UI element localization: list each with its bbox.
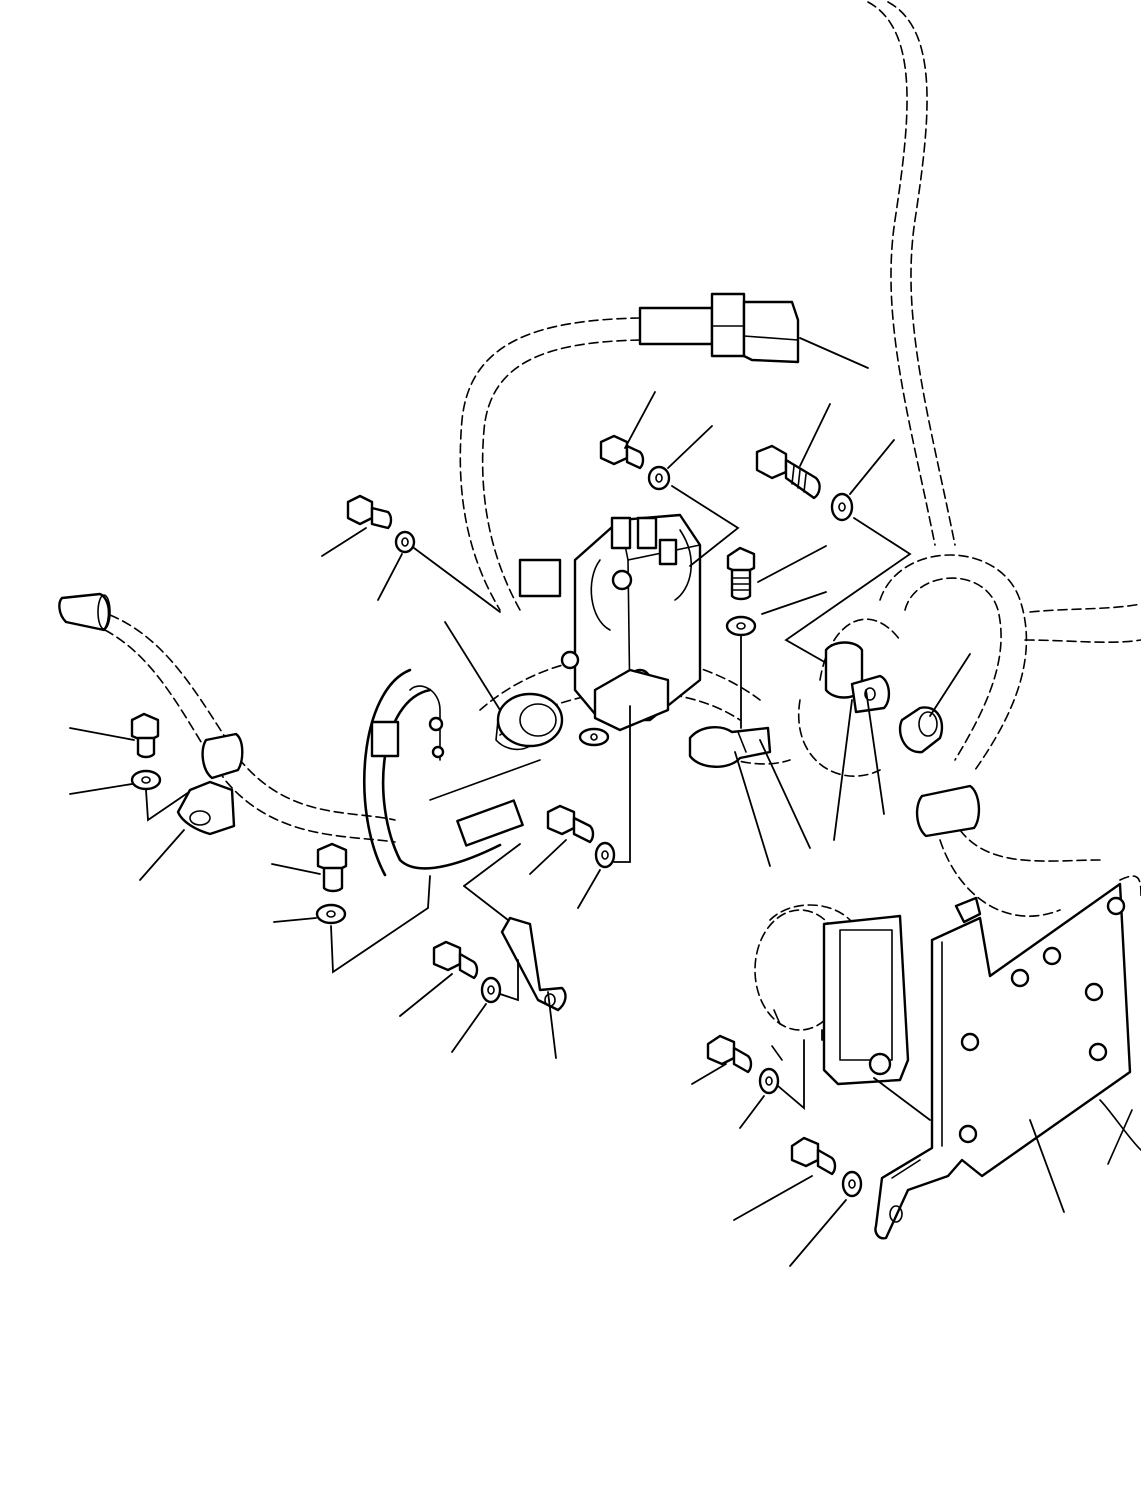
washer: [130, 769, 162, 791]
hex-bolt: [599, 434, 645, 470]
hex-bolt: [130, 712, 160, 759]
washer: [480, 976, 502, 1004]
harness-clamp: [688, 726, 772, 768]
sensor-unit: [754, 904, 910, 1086]
hex-bolt: [755, 444, 821, 500]
mounting-plate: [874, 882, 1132, 1240]
mounting-bracket: [176, 780, 236, 836]
mounting-bracket: [500, 916, 567, 1012]
harness-end-sleeve: [58, 592, 111, 632]
grommet: [898, 706, 944, 754]
washer: [841, 1170, 863, 1198]
harness-clamp: [824, 641, 891, 714]
washer: [758, 1067, 780, 1095]
washer: [725, 615, 757, 637]
hex-bolt: [726, 546, 756, 601]
washer: [394, 530, 416, 554]
harness-clamp: [915, 784, 981, 838]
solenoid-coil: [495, 692, 564, 751]
harness-connector-cluster: [370, 558, 562, 847]
plate-nuts: [958, 896, 1126, 1144]
hex-bolt: [432, 940, 479, 980]
hex-bolt: [706, 1034, 753, 1074]
washer: [594, 841, 616, 869]
washer: [647, 465, 671, 491]
hex-bolt: [546, 804, 595, 844]
washer: [830, 492, 854, 522]
harness-clamp: [201, 732, 244, 780]
hex-bolt: [790, 1136, 837, 1176]
harness-connector: [638, 292, 800, 364]
hex-bolt: [316, 842, 348, 893]
hydraulic-valve-block: [560, 513, 702, 732]
washer: [315, 903, 347, 925]
ring-terminal: [578, 727, 610, 747]
hex-bolt: [346, 494, 393, 530]
